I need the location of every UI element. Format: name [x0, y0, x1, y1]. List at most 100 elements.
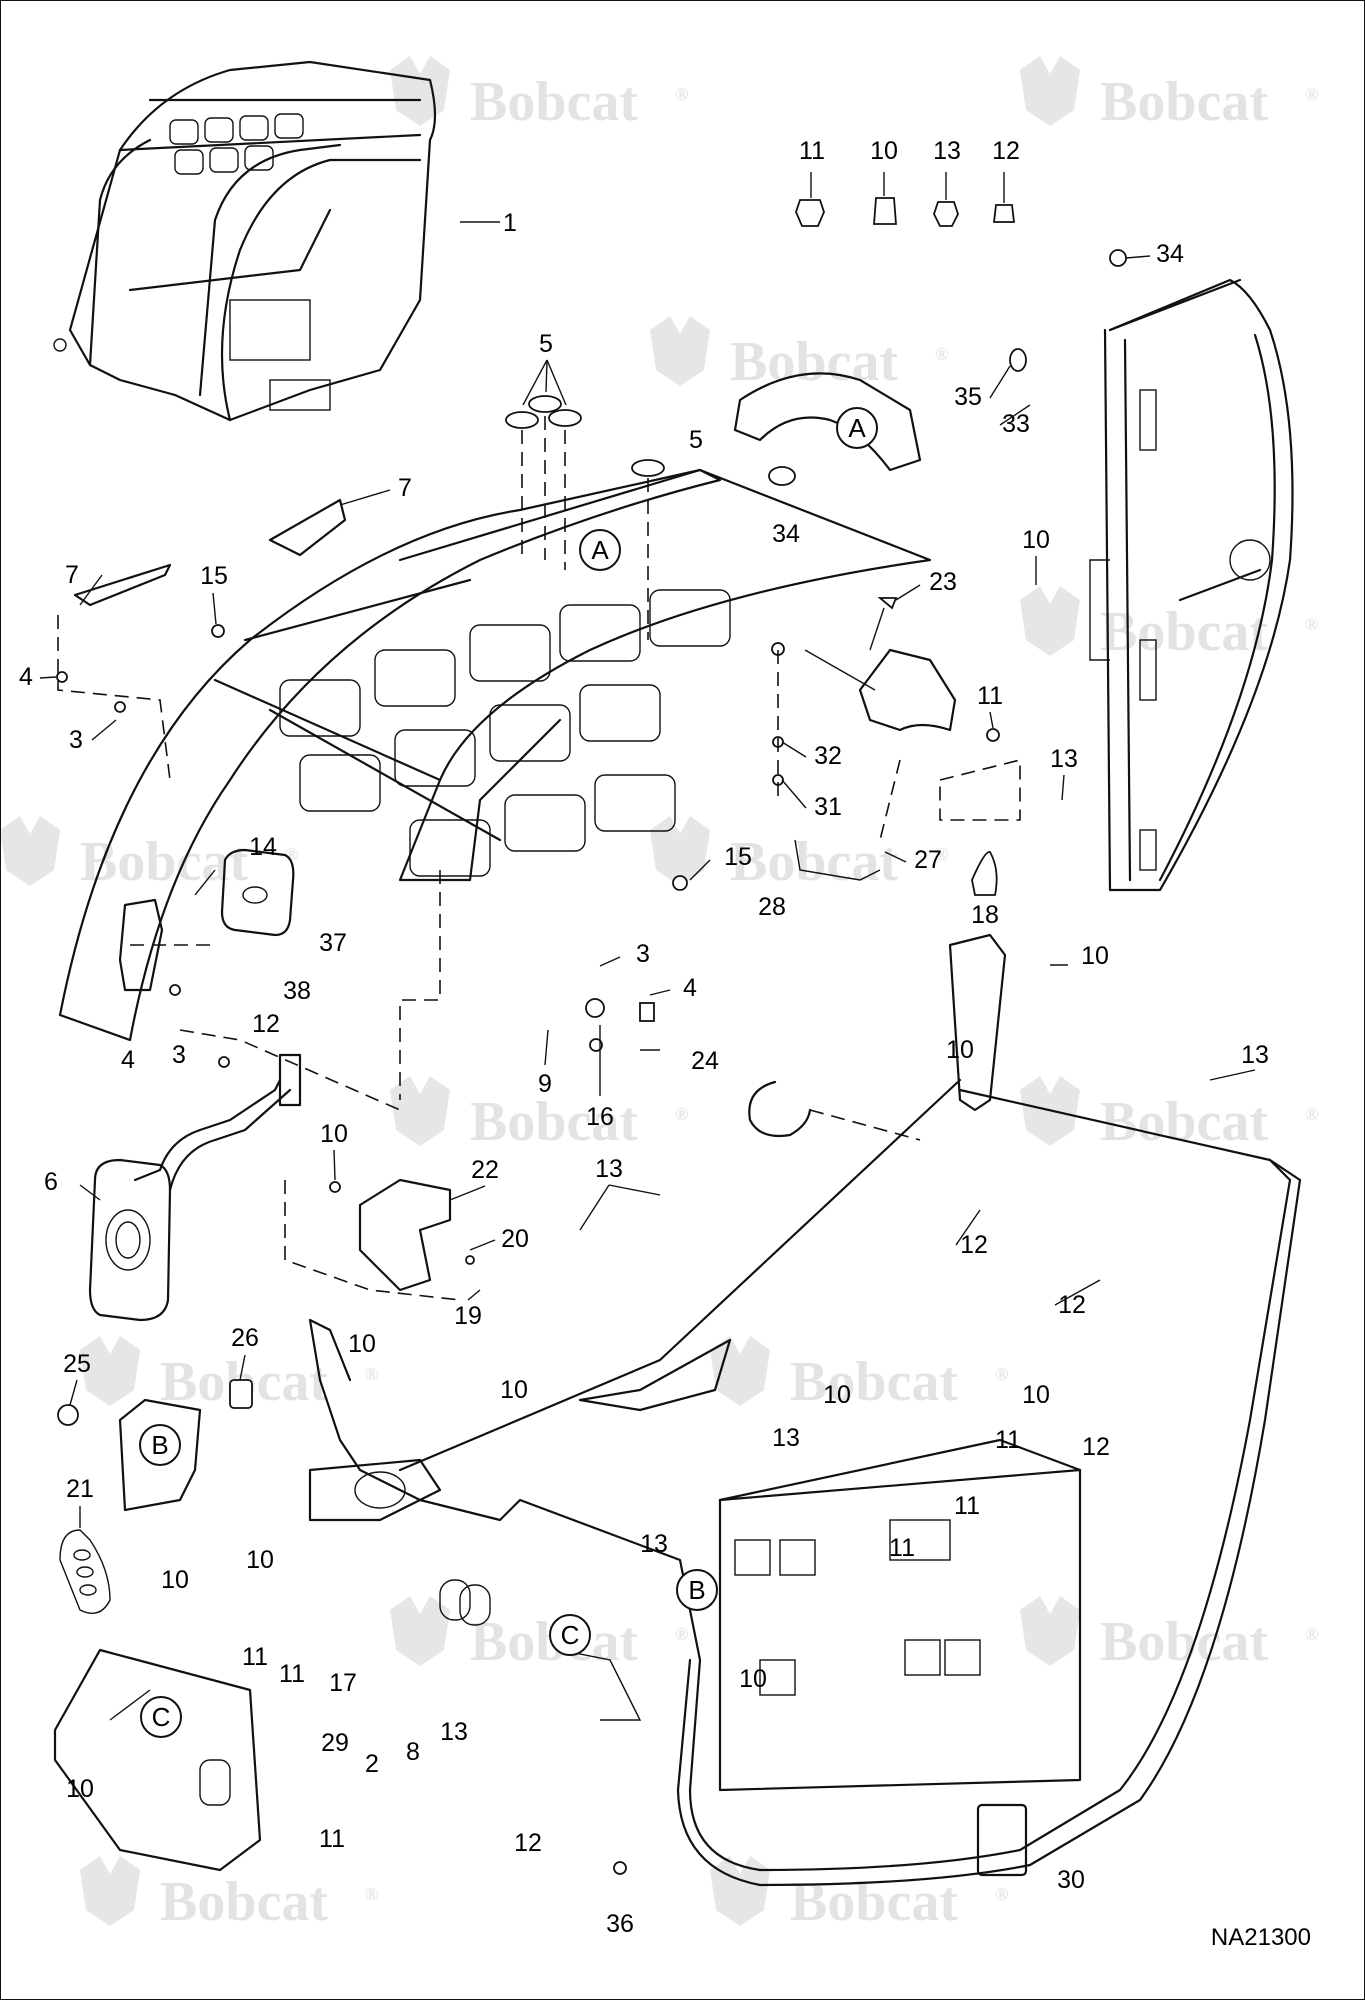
label-10: 10	[1022, 1381, 1050, 1409]
watermark-mark: ®	[1305, 614, 1318, 634]
label-10: 10	[161, 1566, 189, 1594]
label-10: 10	[739, 1665, 767, 1693]
label-12: 12	[252, 1010, 280, 1038]
watermark-text: Bobcat	[1100, 71, 1268, 133]
panel-c	[53, 1529, 262, 1872]
label-34: 34	[772, 520, 800, 548]
watermark-logo-icon	[1020, 1596, 1080, 1666]
label-22: 22	[471, 1156, 499, 1184]
bracket-part-22	[284, 1178, 475, 1301]
mid-fasteners	[585, 875, 688, 1052]
label-19: 19	[454, 1302, 482, 1330]
plug-part-5	[505, 359, 665, 640]
label-3: 3	[69, 726, 83, 754]
mirror-part-37	[194, 848, 295, 937]
svg-text:C: C	[152, 1702, 171, 1732]
hardware-top-row	[795, 172, 1016, 227]
watermark-mark: ®	[675, 1624, 688, 1644]
watermark-text: Bobcat	[790, 1351, 958, 1413]
label-32: 32	[814, 742, 842, 770]
callout-a-1: A	[836, 407, 878, 449]
label-13: 13	[1241, 1041, 1269, 1069]
label-13: 13	[640, 1530, 668, 1558]
watermark-text: Bobcat	[730, 331, 898, 393]
label-11: 11	[977, 682, 1003, 710]
label-6: 6	[44, 1168, 58, 1196]
watermark-text: Bobcat	[730, 831, 898, 893]
label-13: 13	[1050, 745, 1078, 773]
label-26: 26	[231, 1324, 259, 1352]
label-13: 13	[440, 1718, 468, 1746]
hood-cover-a	[733, 372, 922, 486]
label-25: 25	[63, 1350, 91, 1378]
mirror-part-6	[88, 1053, 302, 1322]
svg-text:B: B	[688, 1575, 705, 1605]
watermark-text: Bobcat	[80, 831, 248, 893]
label-10: 10	[348, 1330, 376, 1358]
label-31: 31	[814, 793, 842, 821]
watermark-mark: ®	[1305, 1624, 1318, 1644]
watermark-mark: ®	[935, 344, 948, 364]
label-5: 5	[539, 330, 553, 358]
watermark-text: Bobcat	[470, 71, 638, 133]
svg-text:A: A	[848, 413, 866, 443]
label-3: 3	[636, 940, 650, 968]
label-34: 34	[1156, 240, 1184, 268]
callout-b-2: B	[676, 1569, 718, 1611]
label-11: 11	[242, 1643, 268, 1671]
label-17: 17	[329, 1669, 357, 1697]
label-10: 10	[246, 1546, 274, 1574]
label-36: 36	[606, 1910, 634, 1938]
roof-frame	[58, 468, 932, 1100]
label-10: 10	[1081, 942, 1109, 970]
watermark-text: Bobcat	[1100, 1611, 1268, 1673]
label-2: 2	[365, 1750, 379, 1778]
label-7: 7	[398, 474, 412, 502]
label-4: 4	[121, 1046, 135, 1074]
label-11: 11	[799, 137, 825, 165]
label-10: 10	[320, 1120, 348, 1148]
label-29: 29	[321, 1729, 349, 1757]
watermark-text: Bobcat	[1100, 1091, 1268, 1153]
watermark-logo-icon	[1020, 56, 1080, 126]
watermark-logo-icon	[0, 816, 60, 886]
label-3: 3	[172, 1041, 186, 1069]
label-12: 12	[992, 137, 1020, 165]
label-23: 23	[929, 568, 957, 596]
watermark-text: Bobcat	[470, 1091, 638, 1153]
label-18: 18	[971, 901, 999, 929]
label-12: 12	[960, 1231, 988, 1259]
label-20: 20	[501, 1225, 529, 1253]
drawing-id: NA21300	[1210, 1924, 1311, 1951]
label-10: 10	[946, 1036, 974, 1064]
dash-link-24	[809, 1109, 921, 1141]
label-15: 15	[200, 562, 228, 590]
fastener-part-36	[613, 1861, 627, 1875]
label-8: 8	[406, 1738, 420, 1766]
callout-c-2: C	[140, 1696, 182, 1738]
label-4: 4	[683, 974, 697, 1002]
lower-cab-frame	[308, 933, 1302, 1887]
svg-text:A: A	[591, 535, 609, 565]
label-4: 4	[19, 663, 33, 691]
label-11: 11	[995, 1426, 1021, 1454]
watermark-logo-icon	[80, 1856, 140, 1926]
label-10: 10	[823, 1381, 851, 1409]
label-10: 10	[870, 137, 898, 165]
watermark-mark: ®	[1305, 1104, 1318, 1124]
label-35: 35	[954, 383, 982, 411]
label-10: 10	[66, 1775, 94, 1803]
label-21: 21	[66, 1475, 94, 1503]
door-frame	[1009, 249, 1294, 892]
right-bracket-assembly	[771, 597, 1021, 896]
svg-text:C: C	[561, 1620, 580, 1650]
label-16: 16	[586, 1103, 614, 1131]
label-11: 11	[889, 1534, 915, 1562]
label-5: 5	[689, 426, 703, 454]
label-10: 10	[1022, 526, 1050, 554]
watermark-text: Bobcat	[1100, 601, 1268, 663]
label-1: 1	[503, 209, 517, 237]
watermark-logo-icon	[650, 316, 710, 386]
label-11: 11	[279, 1660, 305, 1688]
